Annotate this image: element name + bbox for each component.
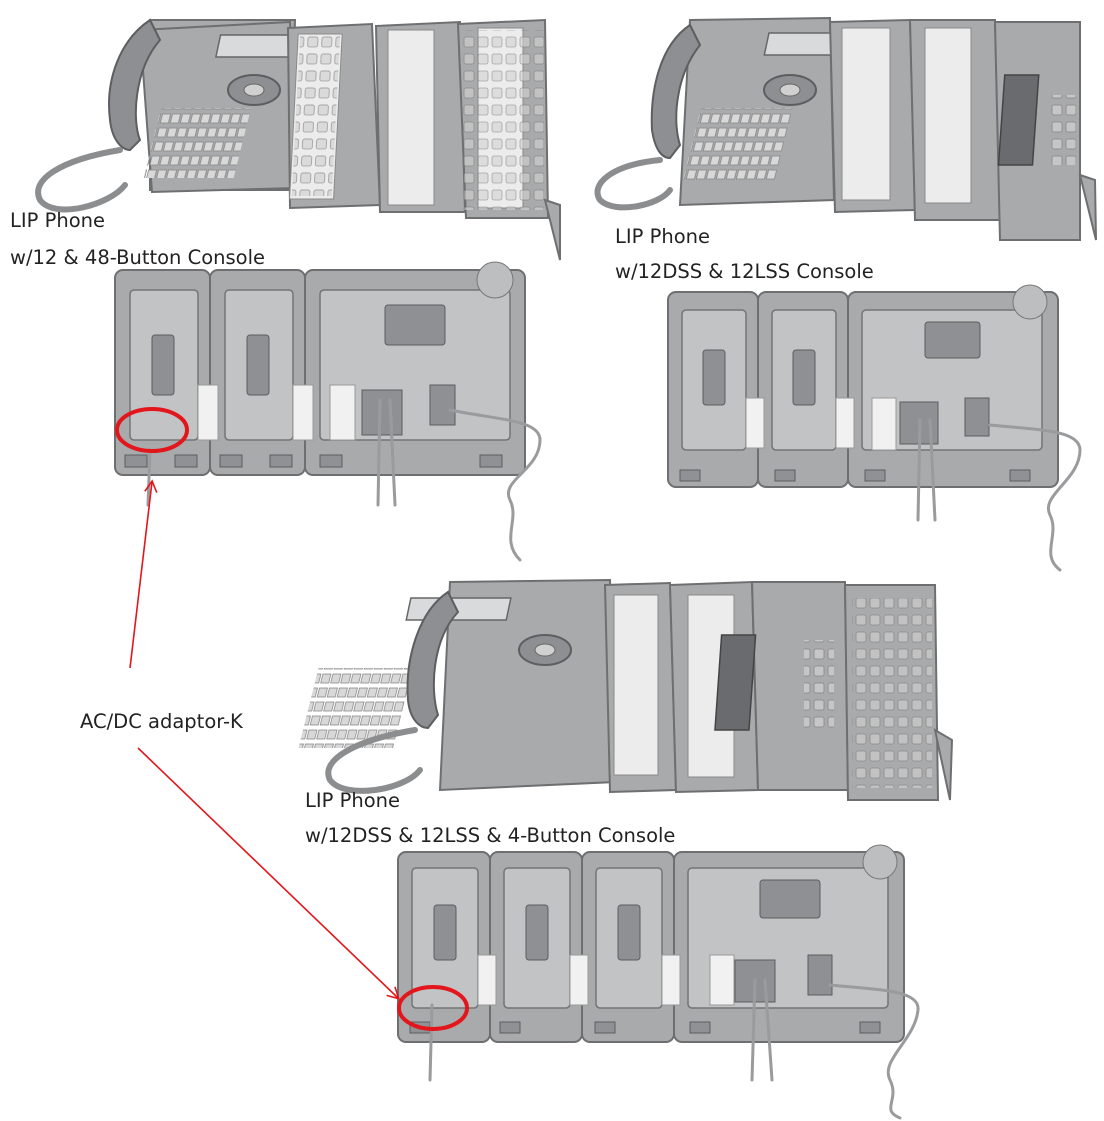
phone-1-back-view — [115, 262, 540, 560]
phone-2-title: LIP Phone — [615, 222, 710, 252]
phone-3-back-view — [398, 845, 918, 1118]
phone-3-subtitle: w/12DSS & 12LSS & 4-Button Console — [305, 821, 675, 851]
phone-2-subtitle: w/12DSS & 12LSS Console — [615, 257, 874, 287]
phone-1-front-view — [38, 20, 560, 260]
phone-1-title: LIP Phone — [10, 206, 105, 236]
adaptor-label: AC/DC adaptor-K — [80, 707, 243, 737]
phone-3-front-view — [299, 580, 952, 800]
phone-3-title: LIP Phone — [305, 786, 400, 816]
arrow-to-top-adaptor — [130, 482, 152, 668]
phone-1-subtitle: w/12 & 48-Button Console — [10, 243, 265, 273]
phone-2-back-view — [668, 285, 1080, 570]
phone-2-front-view — [598, 18, 1097, 240]
